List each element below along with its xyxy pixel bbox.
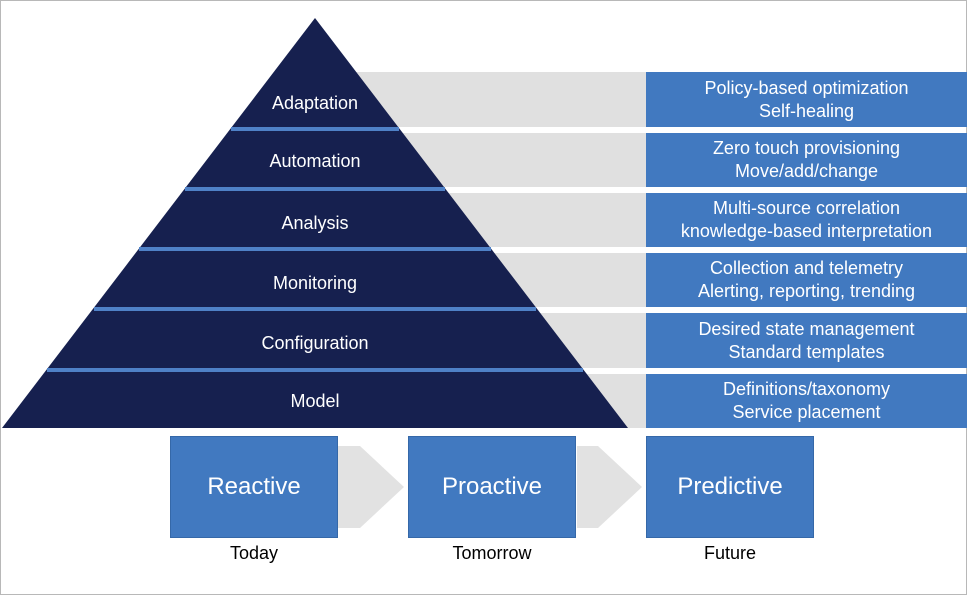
pyramid <box>2 18 628 428</box>
capability-box-analysis: Multi-source correlation knowledge-based… <box>646 193 967 247</box>
capability-line: Standard templates <box>728 341 885 362</box>
level-model: Model <box>290 391 340 411</box>
capability-box-model: Definitions/taxonomy Service placement <box>646 374 967 428</box>
level-analysis: Analysis <box>281 213 349 233</box>
capability-box-monitoring: Collection and telemetry Alerting, repor… <box>646 253 967 307</box>
capability-line: Service placement <box>732 402 881 422</box>
capability-line: Desired state management <box>698 318 915 339</box>
stage-predictive: Predictive <box>646 436 814 538</box>
chevron-arrow-1 <box>338 446 404 528</box>
capability-line: Zero touch provisioning <box>712 138 901 158</box>
level-adaptation: Adaptation <box>271 93 359 113</box>
capability-line: Policy-based optimization <box>704 77 909 98</box>
level-configuration: Configuration <box>261 333 369 353</box>
capability-box-adaptation: Policy-based optimization Self-healing <box>646 72 967 127</box>
capability-line: Move/add/change <box>734 161 879 181</box>
capability-line: Definitions/taxonomy <box>722 379 891 399</box>
level-automation: Automation <box>269 151 361 171</box>
capability-box-automation: Zero touch provisioning Move/add/change <box>646 133 967 187</box>
capability-box-configuration: Desired state management Standard templa… <box>646 313 967 368</box>
stage-reactive: Reactive <box>170 436 338 538</box>
capability-line: Multi-source correlation <box>712 198 901 218</box>
timeframe-tomorrow: Tomorrow <box>452 543 532 563</box>
capability-line: Self-healing <box>758 100 855 121</box>
timeframe-today: Today <box>229 543 279 563</box>
chevron-arrow-2 <box>577 446 642 528</box>
timeframe-future: Future <box>703 543 757 563</box>
pyramid-separators <box>47 127 583 372</box>
chevrons <box>338 446 642 528</box>
capability-line: Alerting, reporting, trending <box>697 281 916 301</box>
capability-line: Collection and telemetry <box>709 258 904 278</box>
level-monitoring: Monitoring <box>272 273 358 293</box>
capability-line: knowledge-based interpretation <box>680 221 933 241</box>
stage-proactive: Proactive <box>408 436 576 538</box>
